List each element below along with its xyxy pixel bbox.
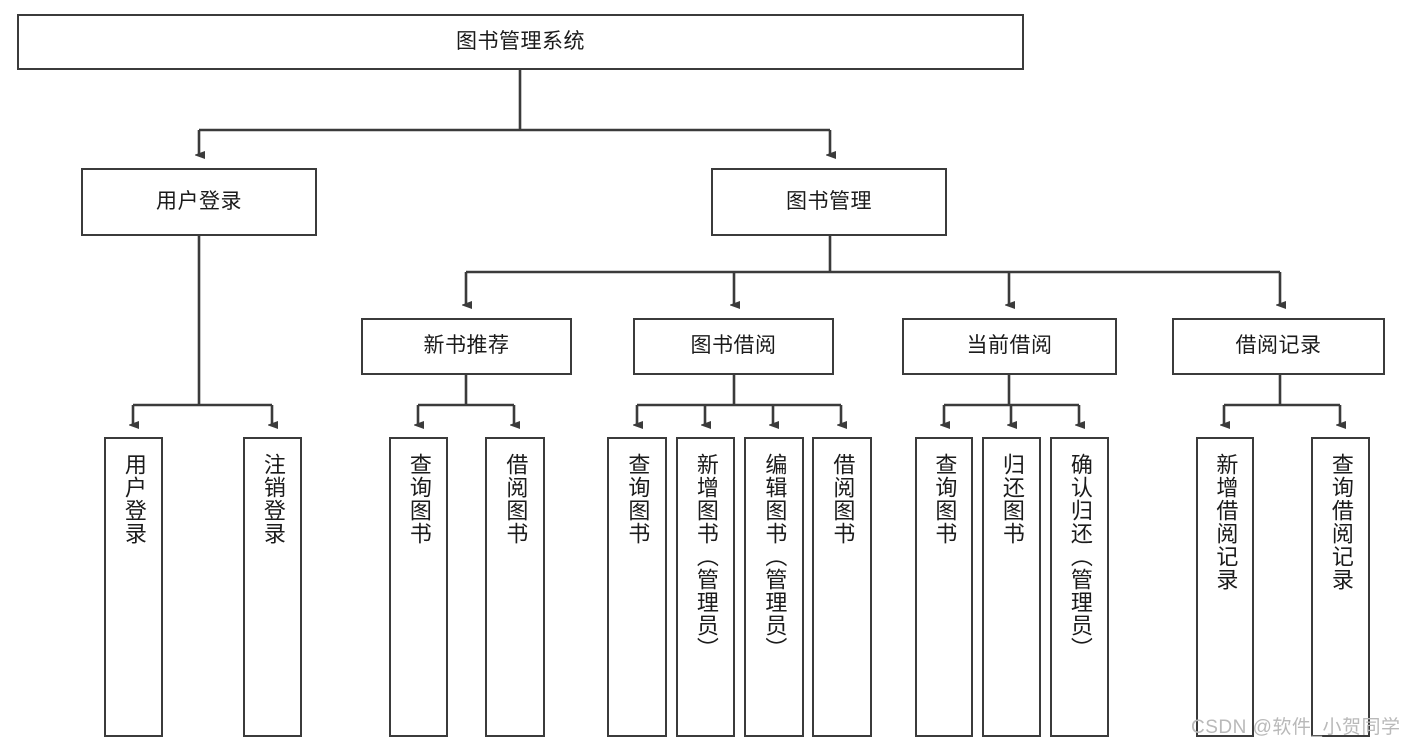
leaf-borrow-book-recommend[interactable]: 借阅图书 — [485, 437, 545, 737]
node-book-management[interactable]: 图书管理 — [711, 168, 947, 236]
node-label: 用户登录 — [121, 453, 147, 545]
leaf-borrow-book[interactable]: 借阅图书 — [812, 437, 872, 737]
node-root-system[interactable]: 图书管理系统 — [17, 14, 1024, 70]
node-label: 用户登录 — [156, 189, 242, 213]
node-label: 查询图书 — [625, 453, 651, 545]
node-label: 查询图书 — [932, 453, 958, 545]
leaf-query-borrow-record[interactable]: 查询借阅记录 — [1311, 437, 1370, 737]
leaf-query-book-current[interactable]: 查询图书 — [915, 437, 973, 737]
node-new-book-recommend[interactable]: 新书推荐 — [361, 318, 572, 375]
node-borrow-record[interactable]: 借阅记录 — [1172, 318, 1385, 375]
leaf-add-borrow-record[interactable]: 新增借阅记录 — [1196, 437, 1254, 737]
node-label: 确认归还（管理员） — [1067, 453, 1093, 660]
node-label: 新书推荐 — [423, 334, 510, 358]
node-label: 查询图书 — [406, 453, 432, 545]
node-label: 查询借阅记录 — [1328, 453, 1354, 591]
node-label: 借阅图书 — [503, 453, 529, 545]
node-label: 借阅记录 — [1235, 334, 1322, 358]
leaf-query-book-recommend[interactable]: 查询图书 — [389, 437, 448, 737]
node-label: 编辑图书（管理员） — [762, 453, 788, 660]
node-user-login[interactable]: 用户登录 — [81, 168, 317, 236]
leaf-edit-book-admin[interactable]: 编辑图书（管理员） — [744, 437, 804, 737]
leaf-return-book[interactable]: 归还图书 — [982, 437, 1041, 737]
leaf-confirm-return-admin[interactable]: 确认归还（管理员） — [1050, 437, 1109, 737]
node-label: 图书管理系统 — [456, 29, 585, 53]
leaf-user-login[interactable]: 用户登录 — [104, 437, 163, 737]
node-label: 当前借阅 — [966, 334, 1053, 358]
leaf-query-book-borrow[interactable]: 查询图书 — [607, 437, 667, 737]
node-label: 新增借阅记录 — [1213, 453, 1239, 591]
node-label: 借阅图书 — [830, 453, 856, 545]
node-label: 图书管理 — [786, 189, 872, 213]
node-label: 归还图书 — [999, 453, 1025, 545]
node-book-borrow[interactable]: 图书借阅 — [633, 318, 834, 375]
csdn-watermark: CSDN @软件_小贺同学 — [1191, 717, 1401, 738]
node-current-borrow[interactable]: 当前借阅 — [902, 318, 1117, 375]
node-label: 新增图书（管理员） — [693, 453, 719, 660]
node-label: 注销登录 — [260, 453, 286, 545]
leaf-add-book-admin[interactable]: 新增图书（管理员） — [676, 437, 735, 737]
leaf-logout-login[interactable]: 注销登录 — [243, 437, 302, 737]
node-label: 图书借阅 — [690, 334, 777, 358]
